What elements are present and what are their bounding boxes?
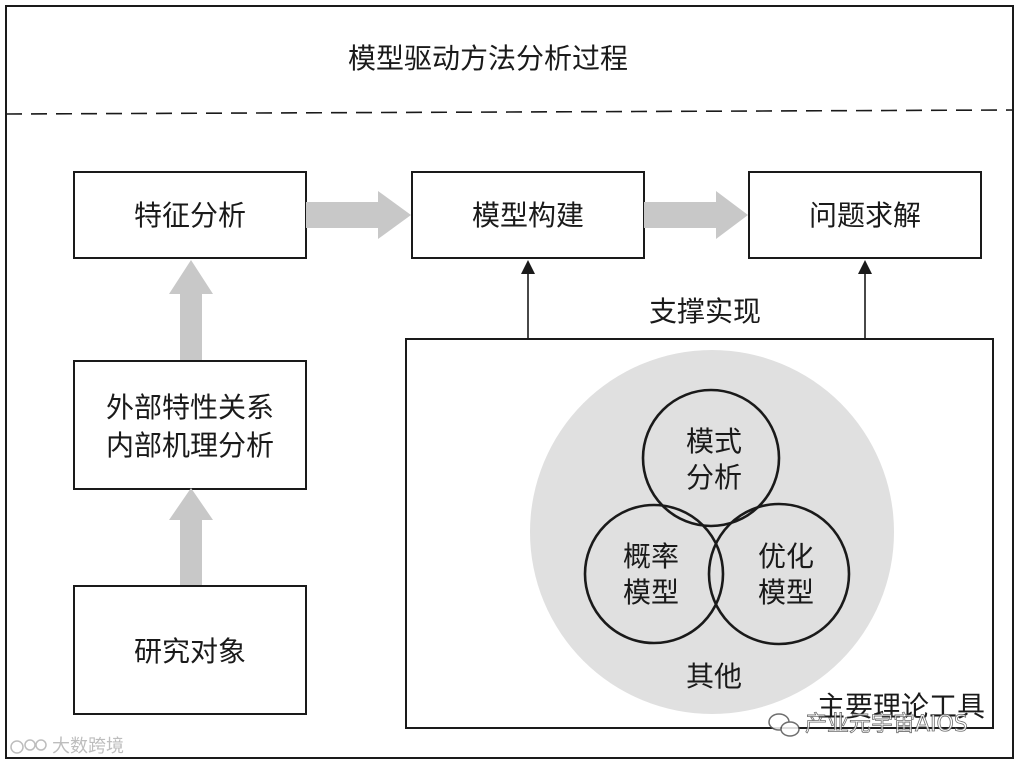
venn-circle-optimization-model bbox=[707, 502, 851, 646]
box-model-building: 模型构建 bbox=[411, 171, 645, 259]
feature-analysis-label: 特征分析 bbox=[134, 199, 246, 232]
watermark-logo-icon bbox=[10, 740, 24, 754]
arrow-relation-to-feature bbox=[169, 260, 213, 360]
box-research-object: 研究对象 bbox=[73, 585, 307, 715]
support-arrow-solution bbox=[858, 260, 872, 338]
watermark-bottom-right: 产业元宇宙AIOS bbox=[768, 712, 968, 737]
box-relation-analysis: 外部特性关系 内部机理分析 bbox=[73, 360, 307, 490]
probability-model-line2: 模型 bbox=[623, 576, 679, 609]
arrow-model-to-solution bbox=[644, 191, 748, 239]
pattern-analysis-line2: 分析 bbox=[686, 461, 742, 494]
model-building-label: 模型构建 bbox=[472, 199, 584, 232]
venn-circle-pattern-analysis bbox=[641, 388, 781, 528]
watermark-bottom-left-text: 大数跨境 bbox=[52, 736, 124, 757]
optimization-model-line1: 优化 bbox=[758, 540, 814, 573]
arrow-object-to-relation bbox=[169, 488, 213, 585]
tools-title: 主要理论工具 bbox=[817, 690, 985, 723]
box-feature-analysis: 特征分析 bbox=[73, 171, 307, 259]
venn-circle-probability-model bbox=[583, 503, 725, 645]
optimization-model-line2: 模型 bbox=[758, 576, 814, 609]
probability-model-line1: 概率 bbox=[623, 540, 679, 573]
dashed-separator bbox=[5, 109, 1014, 115]
watermark-bottom-right-text: 产业元宇宙AIOS bbox=[805, 712, 968, 737]
support-arrow-model bbox=[521, 260, 535, 338]
watermark-bottom-left: 大数跨境 bbox=[10, 736, 124, 757]
wechat-icon bbox=[768, 713, 800, 737]
relation-analysis-line2: 内部机理分析 bbox=[106, 429, 274, 462]
diagram-title: 模型驱动方法分析过程 bbox=[348, 42, 628, 75]
box-problem-solving: 问题求解 bbox=[748, 171, 982, 259]
research-object-label: 研究对象 bbox=[134, 635, 246, 668]
problem-solving-label: 问题求解 bbox=[809, 199, 921, 232]
arrow-feature-to-model bbox=[306, 191, 411, 239]
support-label: 支撑实现 bbox=[649, 295, 761, 328]
other-label: 其他 bbox=[686, 660, 742, 693]
relation-analysis-line1: 外部特性关系 bbox=[106, 391, 274, 424]
tools-background-circle bbox=[530, 350, 894, 714]
pattern-analysis-line1: 模式 bbox=[686, 425, 742, 458]
